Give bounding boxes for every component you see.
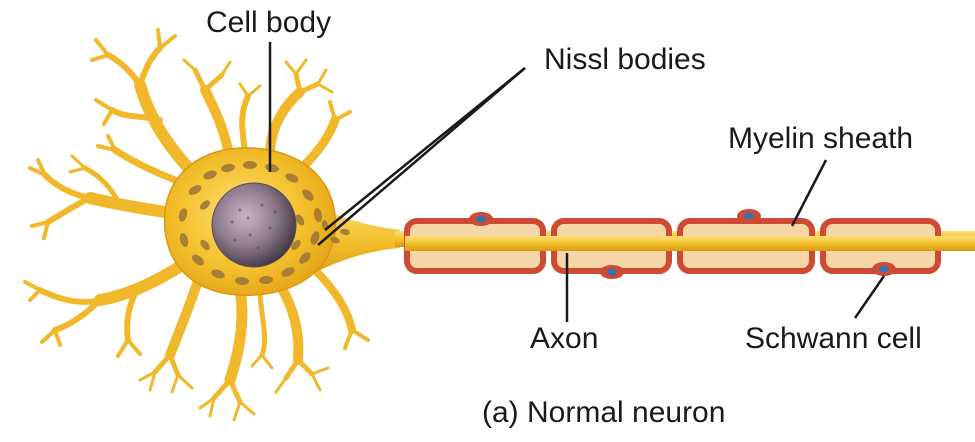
label-cell-body: Cell body [206,8,331,38]
schwann-leader [855,276,884,318]
myelin-leader [792,160,826,226]
label-axon: Axon [530,324,598,354]
leader-lines [270,42,884,322]
label-schwann-cell: Schwann cell [745,324,922,354]
label-myelin-sheath: Myelin sheath [728,124,913,154]
label-nissl-bodies: Nissl bodies [544,45,706,75]
figure-caption: (a) Normal neuron [482,398,725,428]
axon-core [405,236,975,251]
nucleus [212,183,296,267]
